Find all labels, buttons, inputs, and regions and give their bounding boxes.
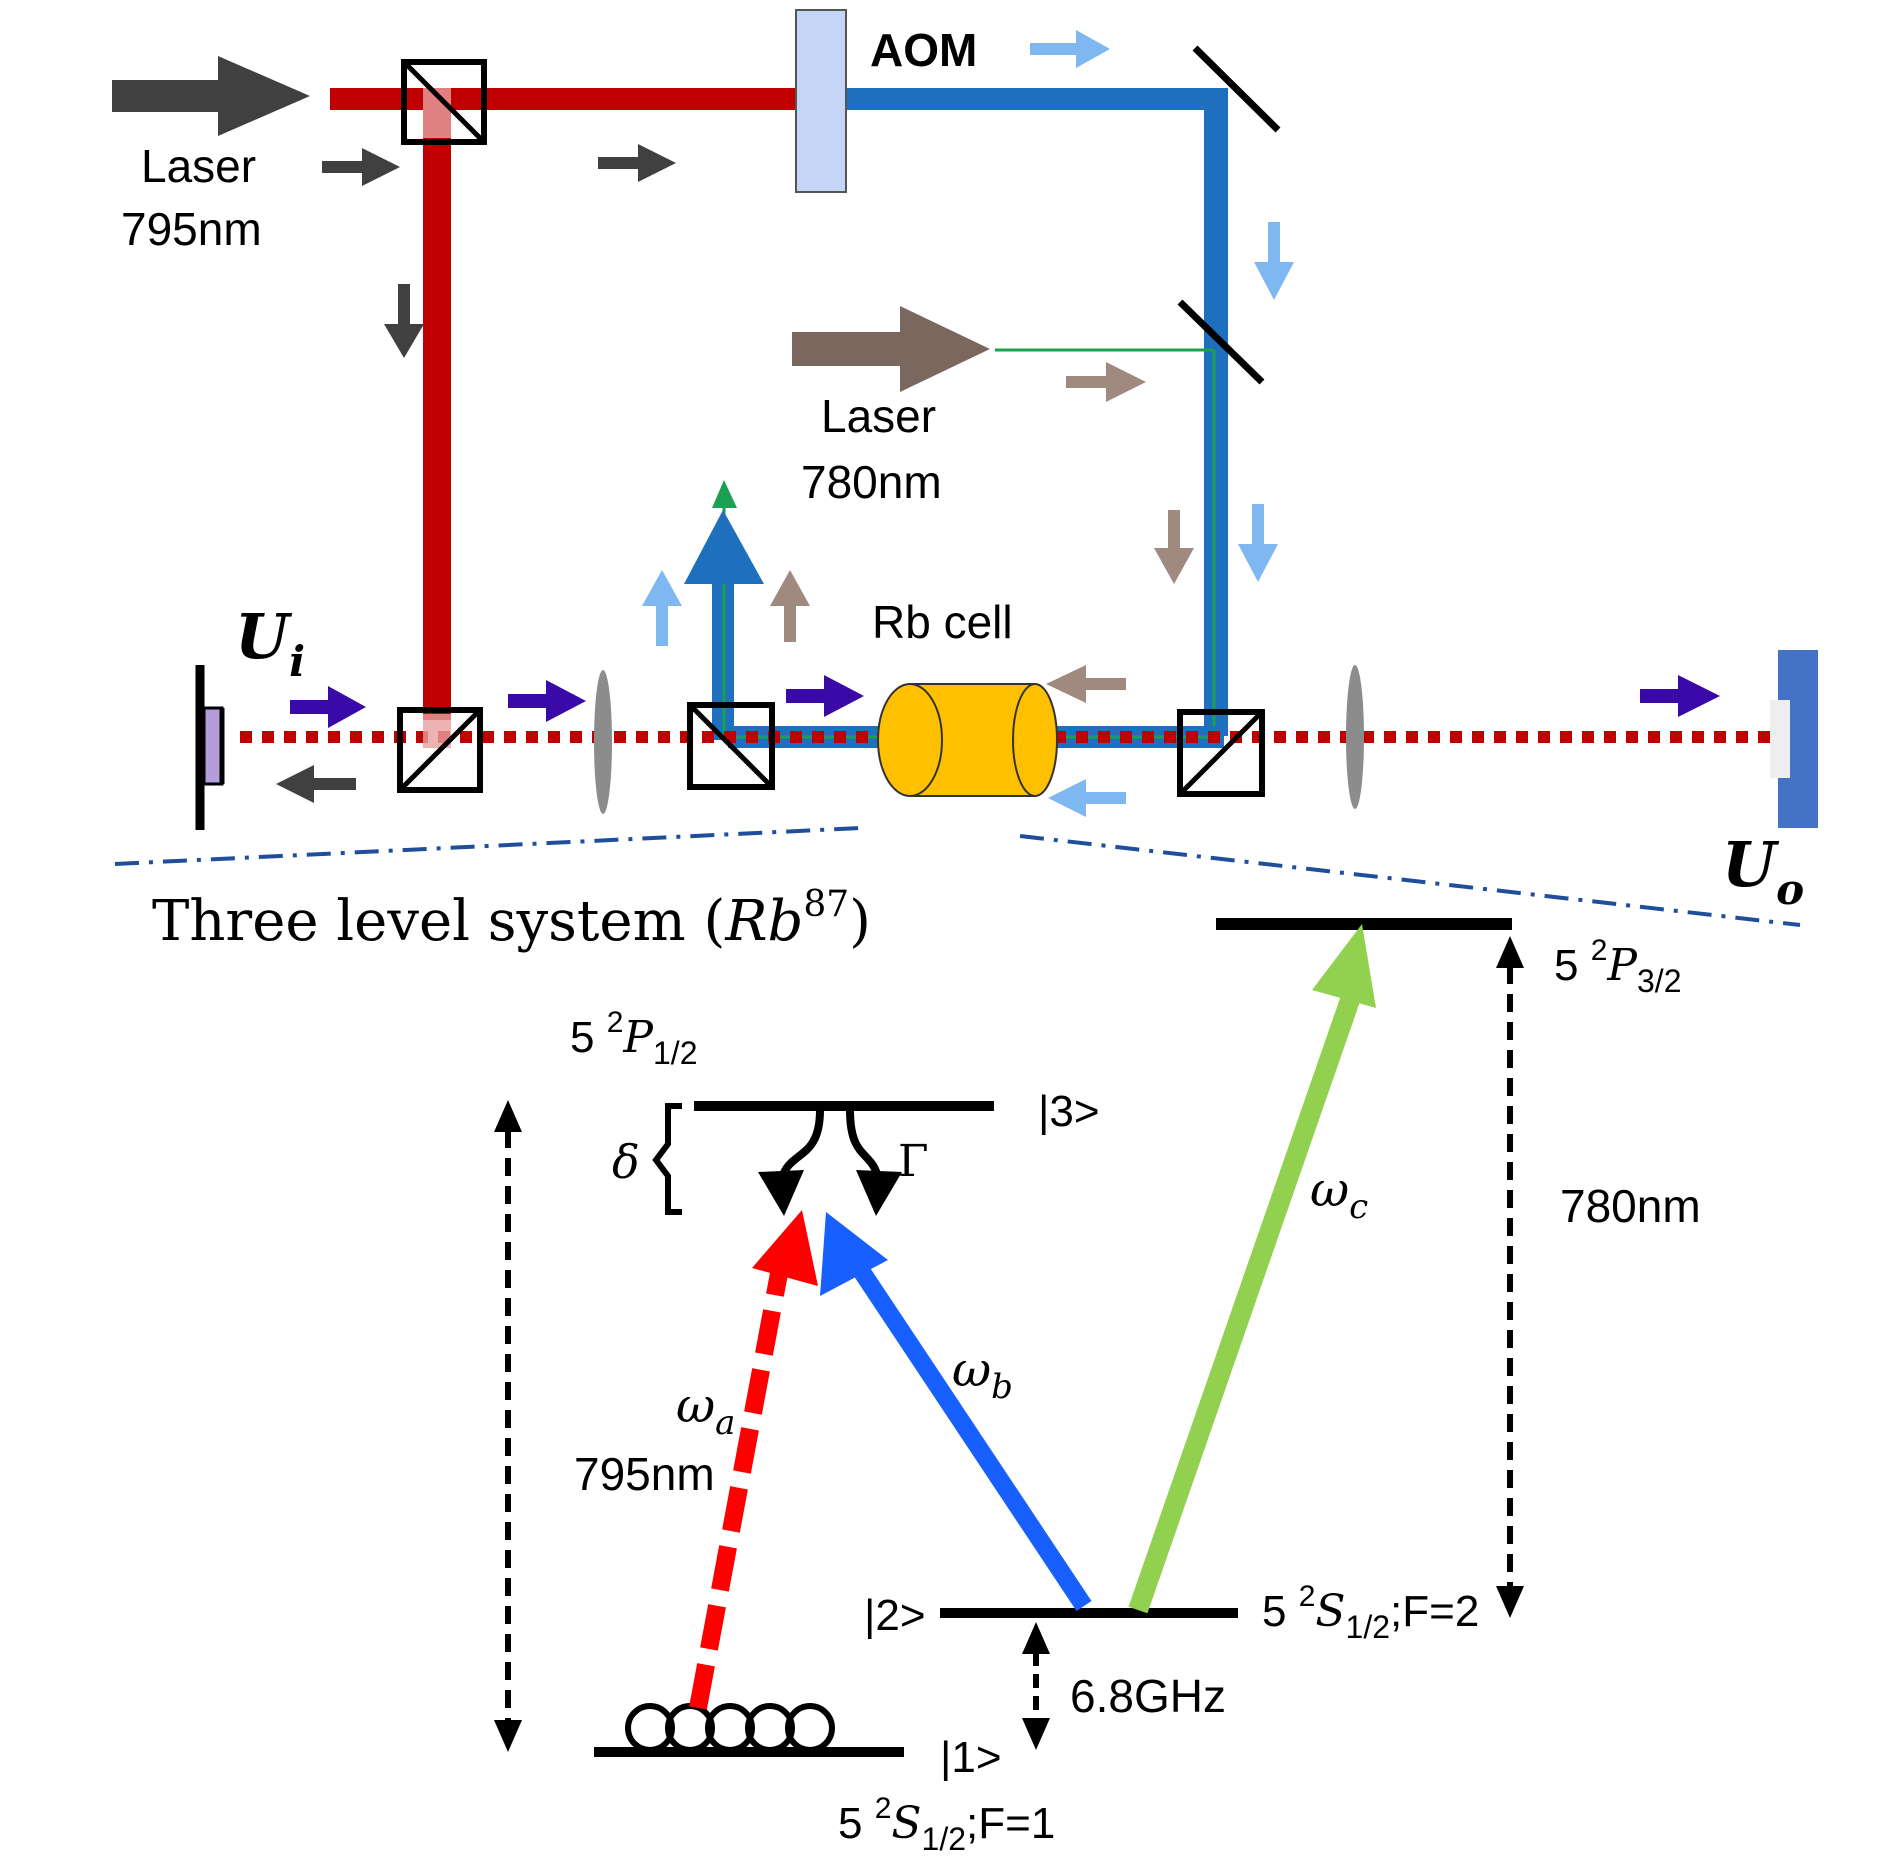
dashed-arrow-hyperfine xyxy=(1022,1622,1050,1750)
delta-label: δ xyxy=(612,1135,640,1189)
tan-arrow-down xyxy=(1154,510,1194,584)
ket-1-label: |1> xyxy=(940,1733,1002,1782)
green-output-arrowhead xyxy=(712,480,737,508)
rb-cell-label: Rb cell xyxy=(872,596,1013,648)
signal-arrow-2 xyxy=(508,680,586,722)
decay-arrow-right xyxy=(846,1109,882,1180)
level-5p32-label: 5 2P3/2 xyxy=(1554,934,1681,999)
omega-c-arrowhead xyxy=(1312,924,1376,1008)
u-in-label: Ui xyxy=(235,600,305,686)
omega-b-beam xyxy=(854,1267,1092,1611)
tan-arrow-up xyxy=(770,570,810,642)
light-blue-arrow-up xyxy=(642,570,682,646)
dark-arrow-back xyxy=(276,765,356,803)
omega-c-label: ωc xyxy=(1310,1162,1368,1227)
beam-splitter-top xyxy=(401,59,487,145)
omega-b-arrowhead xyxy=(820,1212,888,1296)
red-beam-top xyxy=(330,88,800,110)
laser-780-source-arrow xyxy=(792,306,990,392)
laser-795-label-line2: 795nm xyxy=(121,203,262,255)
level-5s12-f1-label: 5 2S1/2;F=1 xyxy=(838,1792,1055,1857)
zoom-line-right xyxy=(1019,834,1801,927)
ket-3-label: |3> xyxy=(1038,1087,1100,1136)
light-blue-arrow-down-1 xyxy=(1254,222,1294,300)
blue-beam-top xyxy=(840,88,1228,110)
dark-arrow-after-laser xyxy=(322,148,400,186)
mirror-middle-right xyxy=(1177,299,1265,385)
blue-beam-right-vertical xyxy=(1204,96,1228,736)
tan-arrow-left xyxy=(1046,665,1126,703)
population-circles xyxy=(625,1703,835,1753)
wavelength-780-label: 780nm xyxy=(1560,1180,1701,1232)
omega-b-label: ωb xyxy=(952,1342,1013,1407)
omega-c-beam xyxy=(1128,996,1360,1614)
red-beam-vertical xyxy=(423,110,451,720)
signal-arrow-out xyxy=(1640,675,1720,717)
aom-device xyxy=(795,9,847,193)
hyperfine-label: 6.8GHz xyxy=(1070,1670,1226,1722)
rb-cell xyxy=(877,683,1058,797)
output-detector xyxy=(1770,650,1818,828)
level-5p12-label: 5 2P1/2 xyxy=(570,1006,697,1071)
light-blue-arrow-left xyxy=(1048,779,1126,817)
dashed-arrow-780nm xyxy=(1496,936,1524,1618)
input-detector xyxy=(195,665,225,830)
zoom-line-left xyxy=(114,826,861,866)
u-out-label: Uo xyxy=(1722,828,1804,914)
laser-780-label-line2: 780nm xyxy=(801,456,942,508)
dashed-arrow-left-span xyxy=(494,1100,522,1752)
aom-output-arrow xyxy=(1030,30,1110,68)
laser-780-label-line1: Laser xyxy=(821,390,936,442)
laser-795-label-line1: Laser xyxy=(141,140,256,192)
optical-setup: AOM xyxy=(112,9,1818,927)
signal-arrow-1 xyxy=(290,686,366,728)
omega-a-arrowhead xyxy=(752,1210,818,1286)
delta-bracket xyxy=(652,1103,682,1215)
decay-arrowhead-right xyxy=(856,1170,902,1216)
decay-arrow-left xyxy=(778,1109,824,1180)
wavelength-795-label: 795nm xyxy=(574,1448,715,1500)
omega-a-label: ωa xyxy=(676,1378,735,1443)
mirror-top-right xyxy=(1192,45,1281,133)
tan-arrow-right xyxy=(1066,362,1146,402)
level-5s12-f2-label: 5 2S1/2;F=2 xyxy=(1262,1580,1479,1645)
dark-arrow-to-aom xyxy=(598,144,676,182)
omega-a-beam xyxy=(689,1266,789,1710)
gamma-label: Γ xyxy=(898,1136,929,1187)
beam-splitter-right xyxy=(1177,709,1265,797)
energy-level-diagram: Three level system (Rb87) 5 2P1/2 5 2P3/… xyxy=(152,884,1701,1857)
lens-left xyxy=(594,670,612,814)
beam-splitter-left xyxy=(397,707,483,793)
decay-arrowhead-left xyxy=(758,1170,804,1216)
three-level-title: Three level system (Rb87) xyxy=(152,884,871,954)
signal-arrow-3 xyxy=(786,675,864,717)
ket-2-label: |2> xyxy=(864,1591,926,1640)
aom-label: AOM xyxy=(870,24,977,76)
blue-output-arrowhead xyxy=(684,510,764,584)
light-blue-arrow-down-2 xyxy=(1238,504,1278,582)
dark-arrow-down xyxy=(384,284,424,358)
laser-795-source-arrow xyxy=(112,56,310,136)
lens-right xyxy=(1346,665,1364,809)
beam-splitter-middle xyxy=(687,702,775,790)
